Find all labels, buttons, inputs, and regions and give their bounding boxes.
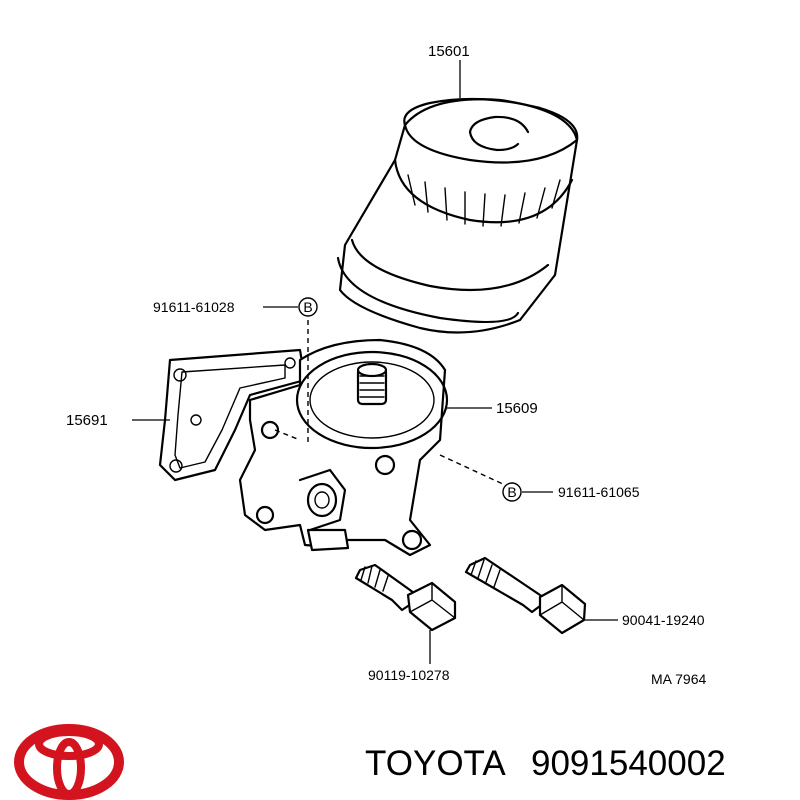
oil-filter <box>336 97 579 334</box>
part-number: 9091540002 <box>531 744 726 783</box>
hidden-line <box>439 454 506 486</box>
marker-b-lower: B <box>502 482 522 502</box>
gasket <box>158 348 307 482</box>
filter-bracket <box>238 338 449 557</box>
label-gasket: 15691 <box>66 412 108 429</box>
label-bolt-long: 90041-19240 <box>622 612 705 628</box>
brand-name: TOYOTA <box>365 744 506 783</box>
marker-b-upper: B <box>298 297 318 317</box>
bolt-long <box>464 556 587 635</box>
label-bolt-b: 91611-61065 <box>558 484 640 500</box>
hidden-line <box>274 429 301 441</box>
label-bolt-short: 90119-10278 <box>368 667 450 683</box>
label-filter: 15601 <box>428 43 470 60</box>
svg-text:B: B <box>303 299 312 315</box>
bolt-short <box>354 563 457 632</box>
label-bracket: 15609 <box>496 400 538 417</box>
toyota-logo-icon <box>14 724 124 800</box>
svg-text:B: B <box>507 484 516 500</box>
label-gasket-bolt-a: 91611-61028 <box>153 299 235 315</box>
label-ref: MA 7964 <box>651 671 706 687</box>
